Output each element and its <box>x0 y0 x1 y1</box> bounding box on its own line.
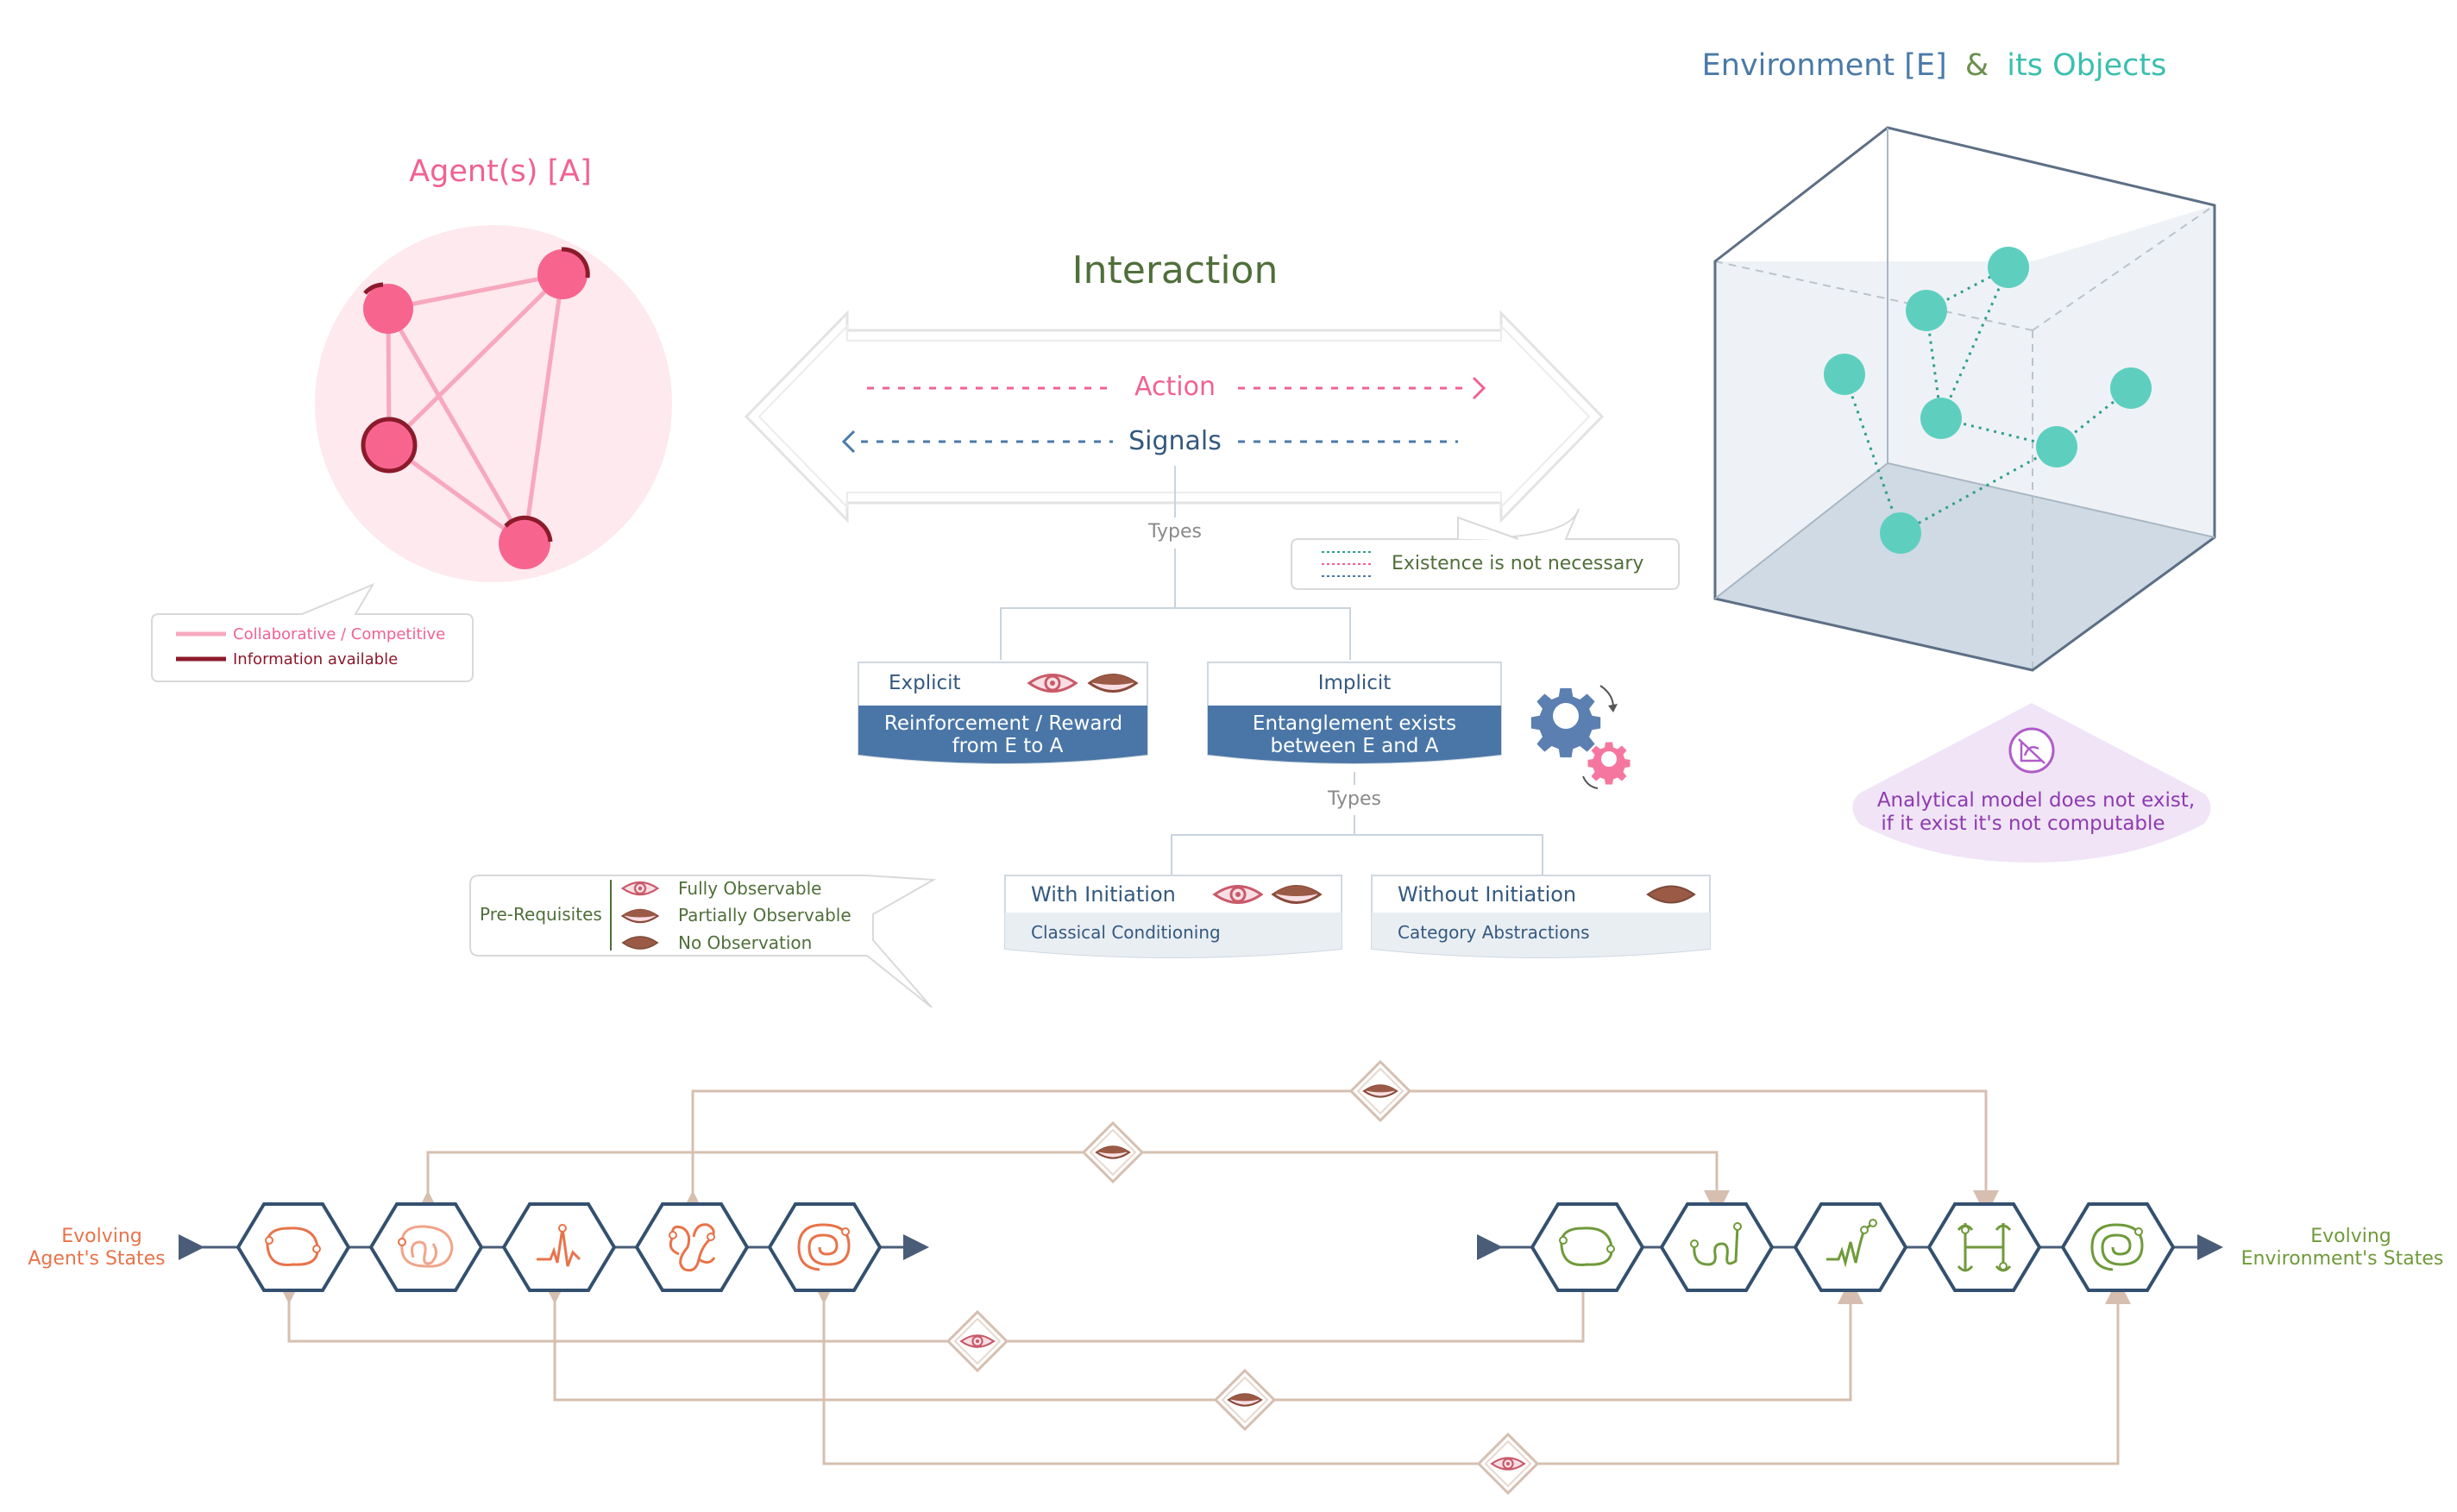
legend-collab-label: Collaborative / Competitive <box>233 625 445 643</box>
existence-note-text: Existence is not necessary <box>1392 553 1643 574</box>
env-object-1 <box>1906 290 1947 331</box>
agent-node-3 <box>361 417 418 474</box>
without-initiation-title: Without Initiation <box>1398 882 1576 907</box>
env-state-5 <box>2060 1202 2176 1292</box>
interaction-panel: Interaction Action Signals Types Existen… <box>744 248 1680 660</box>
signals-arrowhead <box>841 430 856 454</box>
observation-diamond-5 <box>1476 1432 1540 1496</box>
explicit-desc-line2: from E to A <box>952 735 1064 757</box>
existence-note-bubble: Existence is not necessary <box>1291 508 1680 590</box>
agents-panel: Agent(s) [A] Collaborative / Competitive… <box>151 154 672 682</box>
prereq-fully: Fully Observable <box>678 878 821 899</box>
prereq-none: No Observation <box>678 932 812 953</box>
environment-panel: Environment [E] & its Objects <box>1702 48 2216 863</box>
signals-label: Signals <box>1128 426 1222 456</box>
explicit-label: Explicit <box>889 672 961 694</box>
agent-node-1 <box>363 284 413 334</box>
legend-info-label: Information available <box>233 650 398 668</box>
agent-state-3 <box>501 1202 617 1292</box>
agents-title: Agent(s) [A] <box>409 154 592 189</box>
explicit-card: Explicit Reinforcement / Reward from E t… <box>858 662 1148 764</box>
prereq-partially: Partially Observable <box>678 905 851 925</box>
implicit-desc-line1: Entanglement exists <box>1253 712 1456 735</box>
observation-diamond-2 <box>1081 1120 1145 1184</box>
observation-diamond-4 <box>1213 1368 1277 1432</box>
env-state-3 <box>1793 1202 1908 1292</box>
env-state-2 <box>1659 1202 1775 1292</box>
analytical-note-line1: Analytical model does not exist, <box>1877 789 2195 812</box>
env-object-3 <box>1824 354 1865 395</box>
agent-state-2 <box>368 1202 484 1292</box>
action-label: Action <box>1134 372 1216 402</box>
agent-state-1 <box>236 1202 351 1292</box>
env-state-1 <box>1530 1202 1645 1292</box>
with-initiation-sub: Classical Conditioning <box>1031 922 1221 943</box>
env-states-label-2: Environment's States <box>2241 1248 2444 1270</box>
env-object-5 <box>2110 367 2152 409</box>
observation-diamond-1 <box>1348 1059 1412 1123</box>
agents-boundary <box>315 225 672 582</box>
env-object-6 <box>2036 426 2077 467</box>
prerequisites-label: Pre-Requisites <box>480 904 602 925</box>
env-states-label-1: Evolving <box>2310 1226 2391 1247</box>
cube-hidden-edges <box>1714 204 2215 670</box>
without-initiation-card: Without Initiation Category Abstractions <box>1371 875 1711 958</box>
agent-node-4 <box>499 518 550 569</box>
action-arrowhead <box>1472 376 1486 400</box>
implicit-label: Implicit <box>1318 672 1392 694</box>
env-object-4 <box>1920 398 1962 439</box>
explicit-desc-line1: Reinforcement / Reward <box>884 712 1122 735</box>
agent-states-label-2: Agent's States <box>28 1248 165 1270</box>
environment-title: Environment [E] & its Objects <box>1702 48 2167 83</box>
implicit-card: Implicit Entanglement exists between E a… <box>1207 662 1502 764</box>
cube-edges <box>1713 126 2216 672</box>
gears-icon <box>1530 685 1631 789</box>
agent-state-5 <box>767 1202 883 1292</box>
interaction-title: Interaction <box>1072 248 1279 292</box>
agent-state-4 <box>634 1202 750 1292</box>
observation-diamond-3 <box>946 1309 1009 1373</box>
env-object-7 <box>1880 512 1921 554</box>
agent-node-2 <box>537 249 588 299</box>
analytical-note-line2: if it exist it's not computable <box>1881 812 2165 835</box>
agents-legend-bubble: Collaborative / Competitive Information … <box>151 582 474 682</box>
agent-states-label-1: Evolving <box>61 1226 142 1247</box>
prerequisites-bubble: Pre-Requisites Fully Observable Partiall… <box>469 875 937 1008</box>
state-connectors <box>276 1089 2131 1465</box>
with-initiation-card: With Initiation Classical Conditioning <box>1004 875 1342 958</box>
types-label: Types <box>1147 521 1202 543</box>
env-state-4 <box>1926 1202 2042 1292</box>
types-label-2: Types <box>1327 788 1381 810</box>
interaction-double-arrow <box>744 310 1605 524</box>
with-initiation-title: With Initiation <box>1031 882 1176 907</box>
without-initiation-sub: Category Abstractions <box>1398 922 1590 943</box>
analytical-note: Analytical model does not exist, if it e… <box>1852 703 2211 863</box>
env-object-2 <box>1988 247 2029 288</box>
implicit-desc-line2: between E and A <box>1271 735 1439 757</box>
